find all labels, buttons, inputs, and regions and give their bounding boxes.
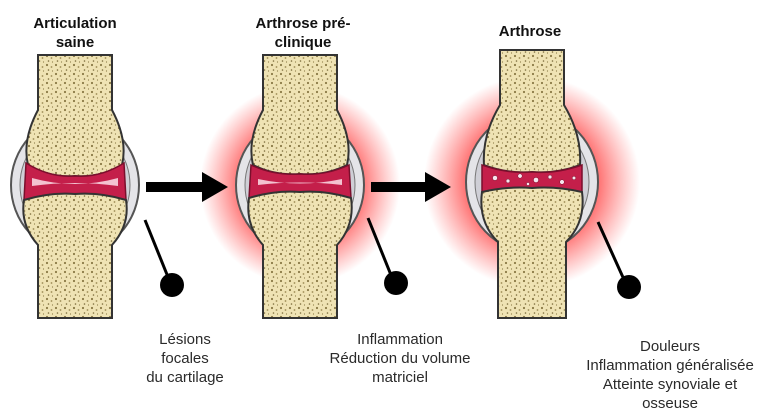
joint-arthrosis bbox=[424, 50, 640, 318]
joint-healthy bbox=[11, 55, 139, 318]
upper-bone bbox=[484, 50, 580, 172]
caption-preclinical: Inflammation Réduction du volume matrici… bbox=[300, 330, 500, 387]
stage-title-preclinical: Arthrose pré- clinique bbox=[228, 14, 378, 52]
upper-bone bbox=[251, 55, 348, 174]
pointer-dot-icon bbox=[145, 220, 184, 297]
upper-bone bbox=[26, 55, 123, 176]
lower-bone bbox=[248, 192, 351, 318]
stage-title-arthrosis: Arthrose bbox=[470, 22, 590, 41]
stage-title-healthy: Articulation saine bbox=[5, 14, 145, 52]
joint-preclinical bbox=[200, 55, 400, 318]
caption-healthy: Lésions focales du cartilage bbox=[120, 330, 250, 387]
caption-arthrosis: Douleurs Inflammation généralisée Attein… bbox=[565, 337, 775, 413]
lower-bone bbox=[23, 194, 126, 318]
